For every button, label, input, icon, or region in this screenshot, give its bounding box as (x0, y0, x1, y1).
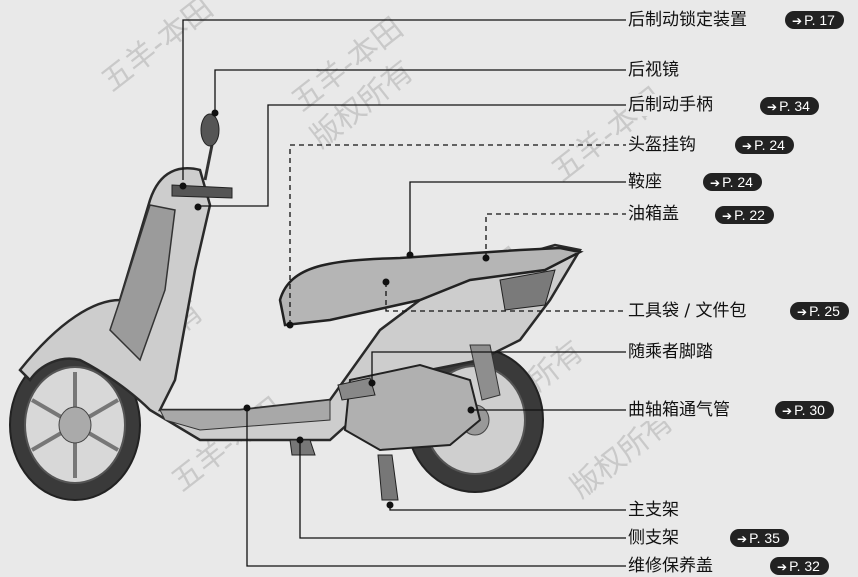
dot-mirror (211, 109, 219, 117)
leader-maintenance-cover (246, 408, 628, 567)
label-main-stand: 主支架 (626, 499, 681, 521)
label-rear-brake-lock: 后制动锁定装置 (626, 9, 749, 31)
page-ref-rear-brake-lock[interactable]: ➔P. 17 (785, 11, 844, 29)
handlebar (171, 184, 233, 199)
label-rear-brake-lever: 后制动手柄 (626, 94, 715, 116)
page-ref-text: P. 22 (734, 207, 765, 223)
label-mirror: 后视镜 (626, 59, 681, 81)
page-ref-text: P. 35 (749, 530, 780, 546)
front-shield (109, 204, 176, 362)
main-stand (377, 454, 399, 501)
label-passenger-footrest: 随乘者脚踏 (626, 341, 715, 363)
leader-mirror (214, 69, 628, 112)
page-ref-side-stand[interactable]: ➔P. 35 (730, 529, 789, 547)
label-helmet-hook: 头盔挂钩 (626, 134, 698, 156)
mirror-stem (203, 144, 214, 181)
page-ref-text: P. 24 (754, 137, 785, 153)
tail-light (499, 269, 556, 311)
page-ref-text: P. 25 (809, 303, 840, 319)
page-ref-rear-brake-lever[interactable]: ➔P. 34 (760, 97, 819, 115)
leader-rear-brake-lever (198, 104, 628, 207)
leader-fuel-cap (485, 213, 628, 258)
arrow-right-icon: ➔ (737, 532, 748, 546)
page-ref-text: P. 32 (789, 558, 820, 574)
page-ref-maintenance-cover[interactable]: ➔P. 32 (770, 557, 829, 575)
footboard (159, 399, 331, 431)
arrow-right-icon: ➔ (782, 404, 793, 418)
arrow-right-icon: ➔ (710, 176, 721, 190)
dot-fuel-cap (482, 254, 490, 262)
label-fuel-cap: 油箱盖 (626, 203, 681, 225)
dot-rear-brake-lever (194, 203, 202, 211)
dot-maintenance-cover (243, 404, 251, 412)
page-ref-text: P. 24 (722, 174, 753, 190)
arrow-right-icon: ➔ (722, 209, 733, 223)
page-ref-text: P. 17 (804, 12, 835, 28)
label-tool-bag: 工具袋 / 文件包 (626, 300, 749, 322)
leader-side-stand (299, 440, 628, 539)
arrow-right-icon: ➔ (792, 14, 803, 28)
dot-helmet-hook (286, 321, 294, 329)
label-side-stand: 侧支架 (626, 527, 681, 549)
dot-seat (406, 251, 414, 259)
dot-tool-bag (382, 278, 390, 286)
arrow-right-icon: ➔ (797, 305, 808, 319)
leader-seat (409, 181, 628, 255)
label-maintenance-cover: 维修保养盖 (626, 555, 715, 577)
page-ref-helmet-hook[interactable]: ➔P. 24 (735, 136, 794, 154)
leader-tool-bag (385, 282, 628, 312)
leader-main-stand (389, 505, 628, 511)
page-ref-fuel-cap[interactable]: ➔P. 22 (715, 206, 774, 224)
dot-passenger-footrest (368, 379, 376, 387)
page-ref-tool-bag[interactable]: ➔P. 25 (790, 302, 849, 320)
page-ref-seat[interactable]: ➔P. 24 (703, 173, 762, 191)
dot-main-stand (386, 501, 394, 509)
leader-helmet-hook (289, 144, 628, 325)
leader-passenger-footrest (371, 351, 628, 383)
arrow-right-icon: ➔ (767, 100, 778, 114)
page-ref-text: P. 30 (794, 402, 825, 418)
crankcase (343, 363, 482, 452)
passenger-footrest (337, 377, 376, 401)
leader-dots (179, 109, 490, 509)
front-wheel (9, 349, 141, 501)
dot-crankcase-breather (467, 406, 475, 414)
page-ref-text: P. 34 (779, 98, 810, 114)
rear-shock (469, 344, 501, 401)
label-seat: 鞍座 (626, 171, 664, 193)
label-crankcase-breather: 曲轴箱通气管 (626, 399, 732, 421)
leader-lines (182, 19, 628, 567)
arrow-right-icon: ➔ (777, 560, 788, 574)
leader-rear-brake-lock (182, 19, 628, 180)
seat (278, 246, 584, 327)
dot-rear-brake-lock (179, 182, 187, 190)
dot-side-stand (296, 436, 304, 444)
page-ref-crankcase-breather[interactable]: ➔P. 30 (775, 401, 834, 419)
mirror (200, 113, 220, 147)
arrow-right-icon: ➔ (742, 139, 753, 153)
